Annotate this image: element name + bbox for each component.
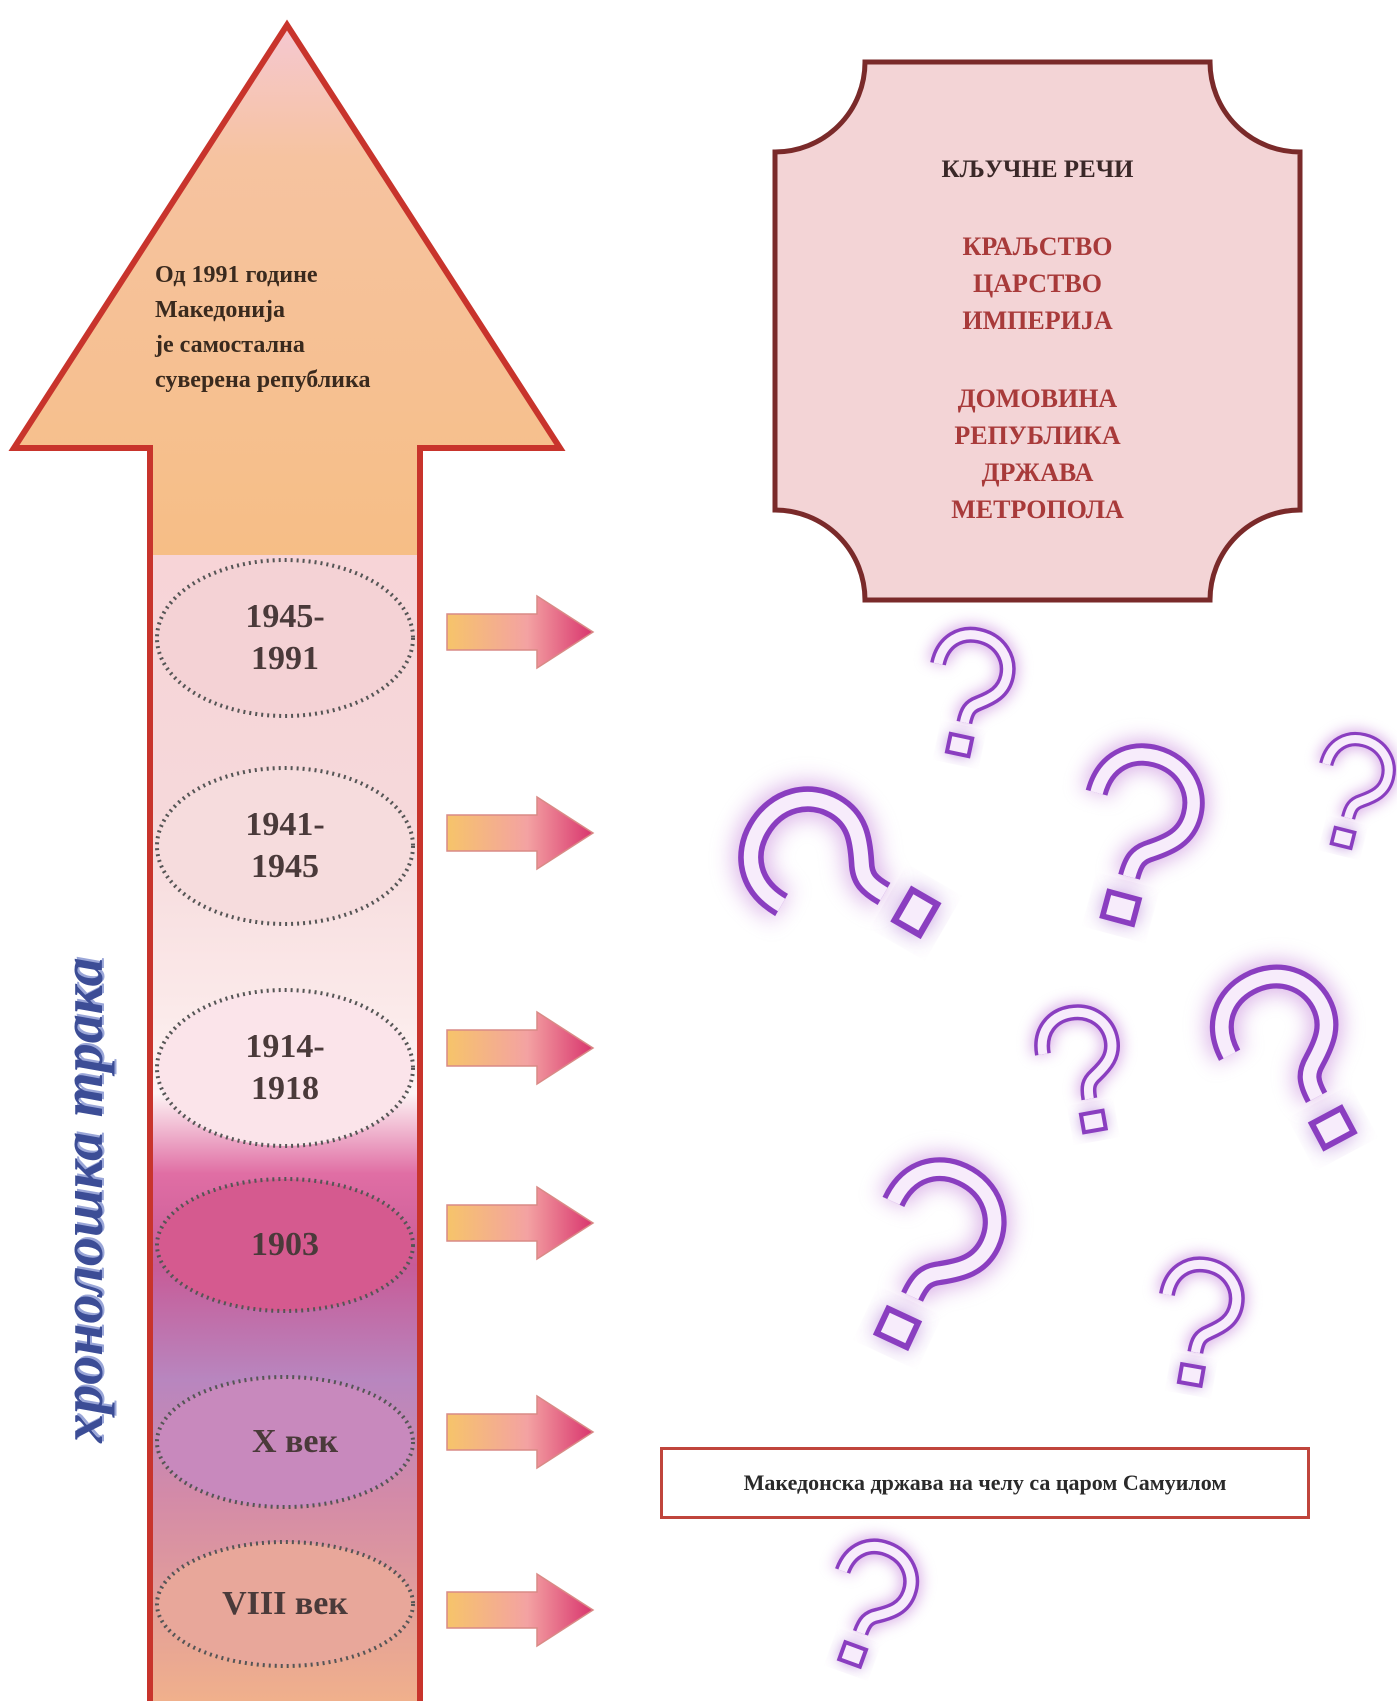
question-mark-icon: [920, 629, 1014, 763]
keyword: РЕПУБЛИКА: [954, 421, 1121, 450]
question-mark-icon: [1307, 733, 1395, 855]
question-mark-icon: [1152, 1259, 1242, 1391]
right-arrow-icon: [446, 1011, 594, 1085]
right-arrow-icon: [446, 1573, 594, 1647]
arrow-text-line: Од 1991 године: [155, 262, 318, 288]
period-oval-6: [155, 1540, 415, 1668]
keyword: МЕТРОПОЛА: [951, 495, 1124, 524]
period-label-2: 1941- 1945: [245, 806, 325, 885]
keywords-box-shape: [772, 59, 1303, 603]
period-label-1: 1945- 1991: [245, 598, 325, 677]
keywords-group-1: КРАЉСТВО ЦАРСТВО ИМПЕРИЈА: [770, 228, 1305, 339]
arrow-head-text: Од 1991 године Македонија је самостална …: [155, 258, 465, 398]
keyword: ДОМОВИНА: [957, 384, 1118, 413]
keyword: КРАЉСТВО: [962, 232, 1113, 261]
period-oval-5: [155, 1375, 415, 1509]
right-arrow-icon: [446, 796, 594, 870]
keywords-group-2: ДОМОВИНА РЕПУБЛИКА ДРЖАВА МЕТРОПОЛА: [770, 380, 1305, 528]
period-oval-3: [155, 988, 415, 1148]
period-ovals: [155, 558, 415, 1668]
arrow-text-line: Македонија: [155, 297, 286, 323]
keywords-box: КЉУЧНЕ РЕЧИ КРАЉСТВО ЦАРСТВО ИМПЕРИЈА ДО…: [770, 60, 1305, 605]
period-label-6: VIII век: [222, 1585, 348, 1622]
right-arrow-icon: [446, 1186, 594, 1260]
pointer-arrows: [446, 595, 594, 1647]
keyword: ИМПЕРИЈА: [962, 306, 1113, 335]
question-mark-icon: [732, 779, 957, 974]
period-label-3: 1914- 1918: [245, 1028, 325, 1107]
caption-box: Македонска држава на челу са царом Самуи…: [660, 1447, 1310, 1519]
question-mark-icon: [1065, 744, 1204, 934]
period-oval-1: [155, 558, 415, 718]
timeline-title: хронолошка трака: [50, 957, 115, 1443]
period-oval-2: [155, 766, 415, 926]
question-mark-icon: [839, 1153, 1012, 1363]
period-label-5: X век: [251, 1423, 339, 1460]
arrow-text-line: је самостална: [155, 332, 305, 358]
arrow-head: [14, 25, 560, 555]
question-mark-icon: [813, 1537, 921, 1676]
question-mark-icon: [1204, 958, 1383, 1169]
keyword: ЦАРСТВО: [973, 269, 1102, 298]
question-mark-icon: [1037, 1007, 1127, 1139]
period-label-4: 1903: [251, 1226, 319, 1263]
right-arrow-icon: [446, 1395, 594, 1469]
right-arrow-icon: [446, 595, 594, 669]
keyword: ДРЖАВА: [981, 458, 1094, 487]
timeline-arrow: [8, 19, 566, 1701]
arrow-outline: [8, 19, 566, 1701]
keywords-title: КЉУЧНЕ РЕЧИ: [941, 156, 1134, 183]
arrow-text-line: суверена република: [155, 367, 371, 393]
period-oval-4: [155, 1177, 415, 1313]
